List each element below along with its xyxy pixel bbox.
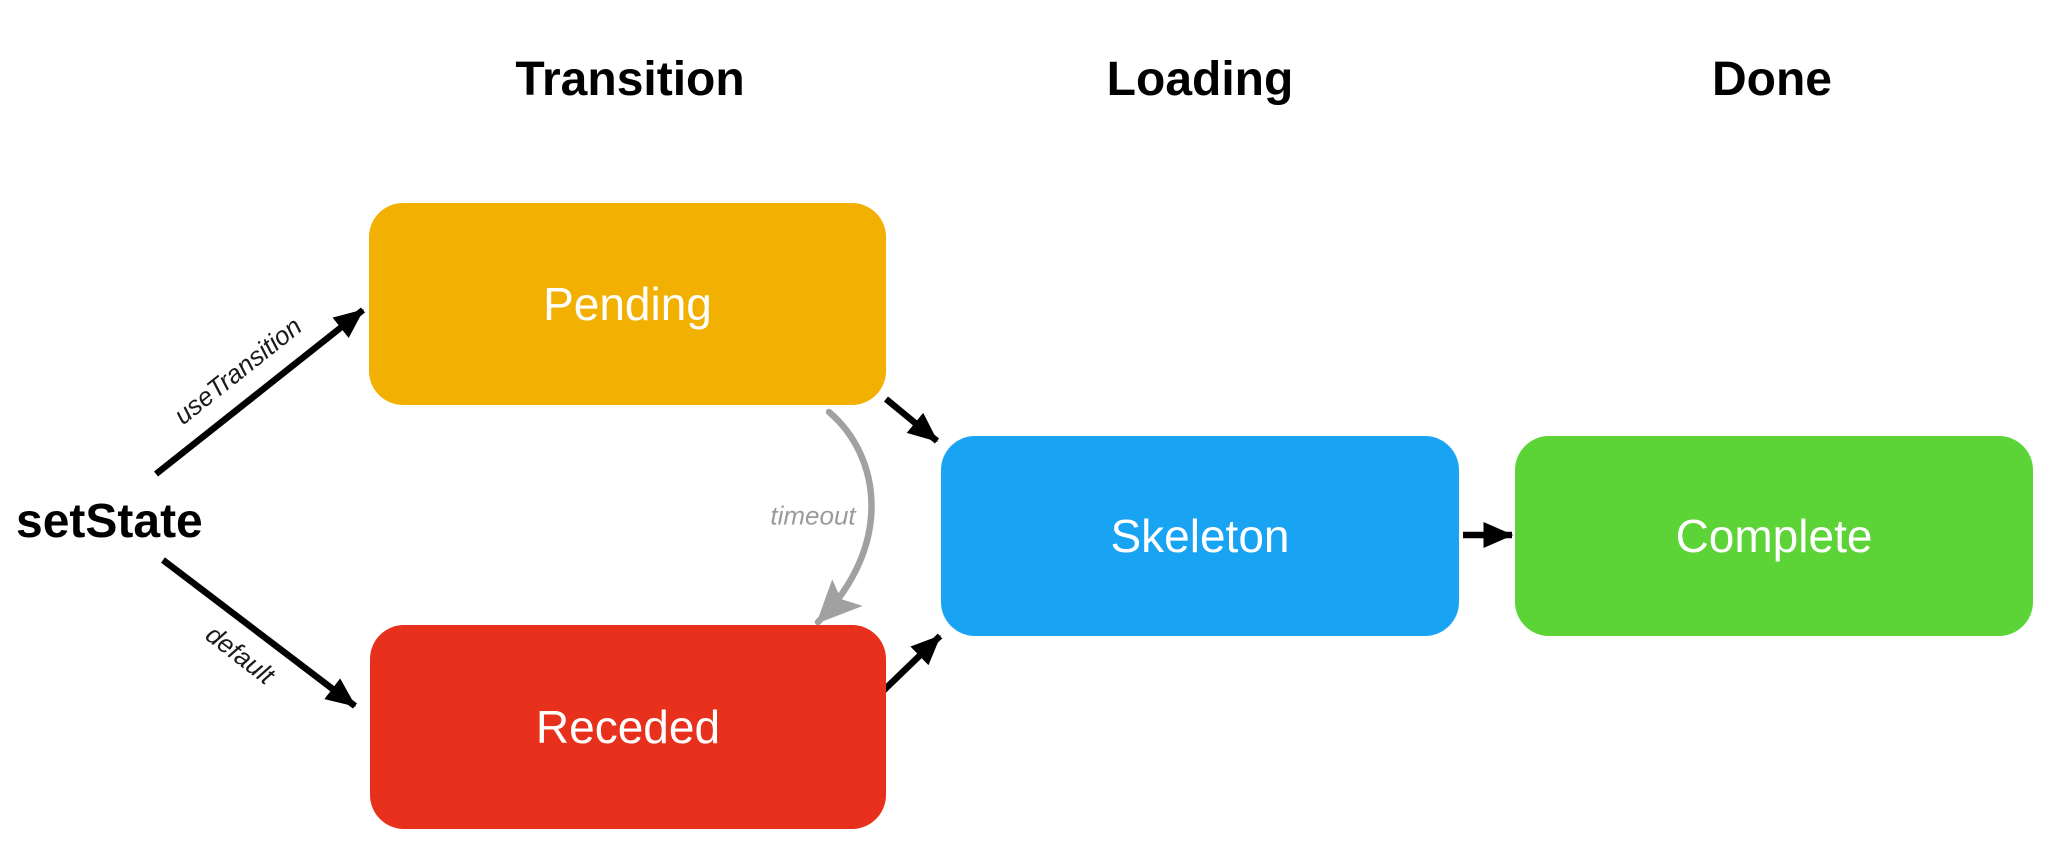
- column-header-done: Done: [1712, 53, 1832, 106]
- edge-setstate-to-receded-arrow: [161, 557, 357, 709]
- column-header-loading: Loading: [1106, 53, 1294, 106]
- column-header-transition: Transition: [515, 53, 745, 106]
- edge-pending-to-skeleton-arrow: [883, 396, 940, 444]
- edge-setstate-to-pending-arrow: [153, 307, 366, 477]
- node-receded-label: Receded: [535, 701, 721, 753]
- node-pending: Pending: [369, 203, 886, 405]
- node-skeleton-label: Skeleton: [1110, 510, 1290, 562]
- edge-receded-to-skeleton-arrow: [879, 633, 943, 695]
- edge-pending-timeout-to-receded-curve-arrow: [814, 408, 875, 626]
- edge-label-timeout: timeout: [770, 500, 856, 531]
- node-skeleton: Skeleton: [941, 436, 1459, 636]
- setstate-source-label: setState: [16, 495, 203, 548]
- node-receded: Receded: [370, 625, 886, 829]
- node-pending-label: Pending: [543, 278, 712, 330]
- node-complete-label: Complete: [1675, 510, 1873, 562]
- node-complete: Complete: [1515, 436, 2033, 636]
